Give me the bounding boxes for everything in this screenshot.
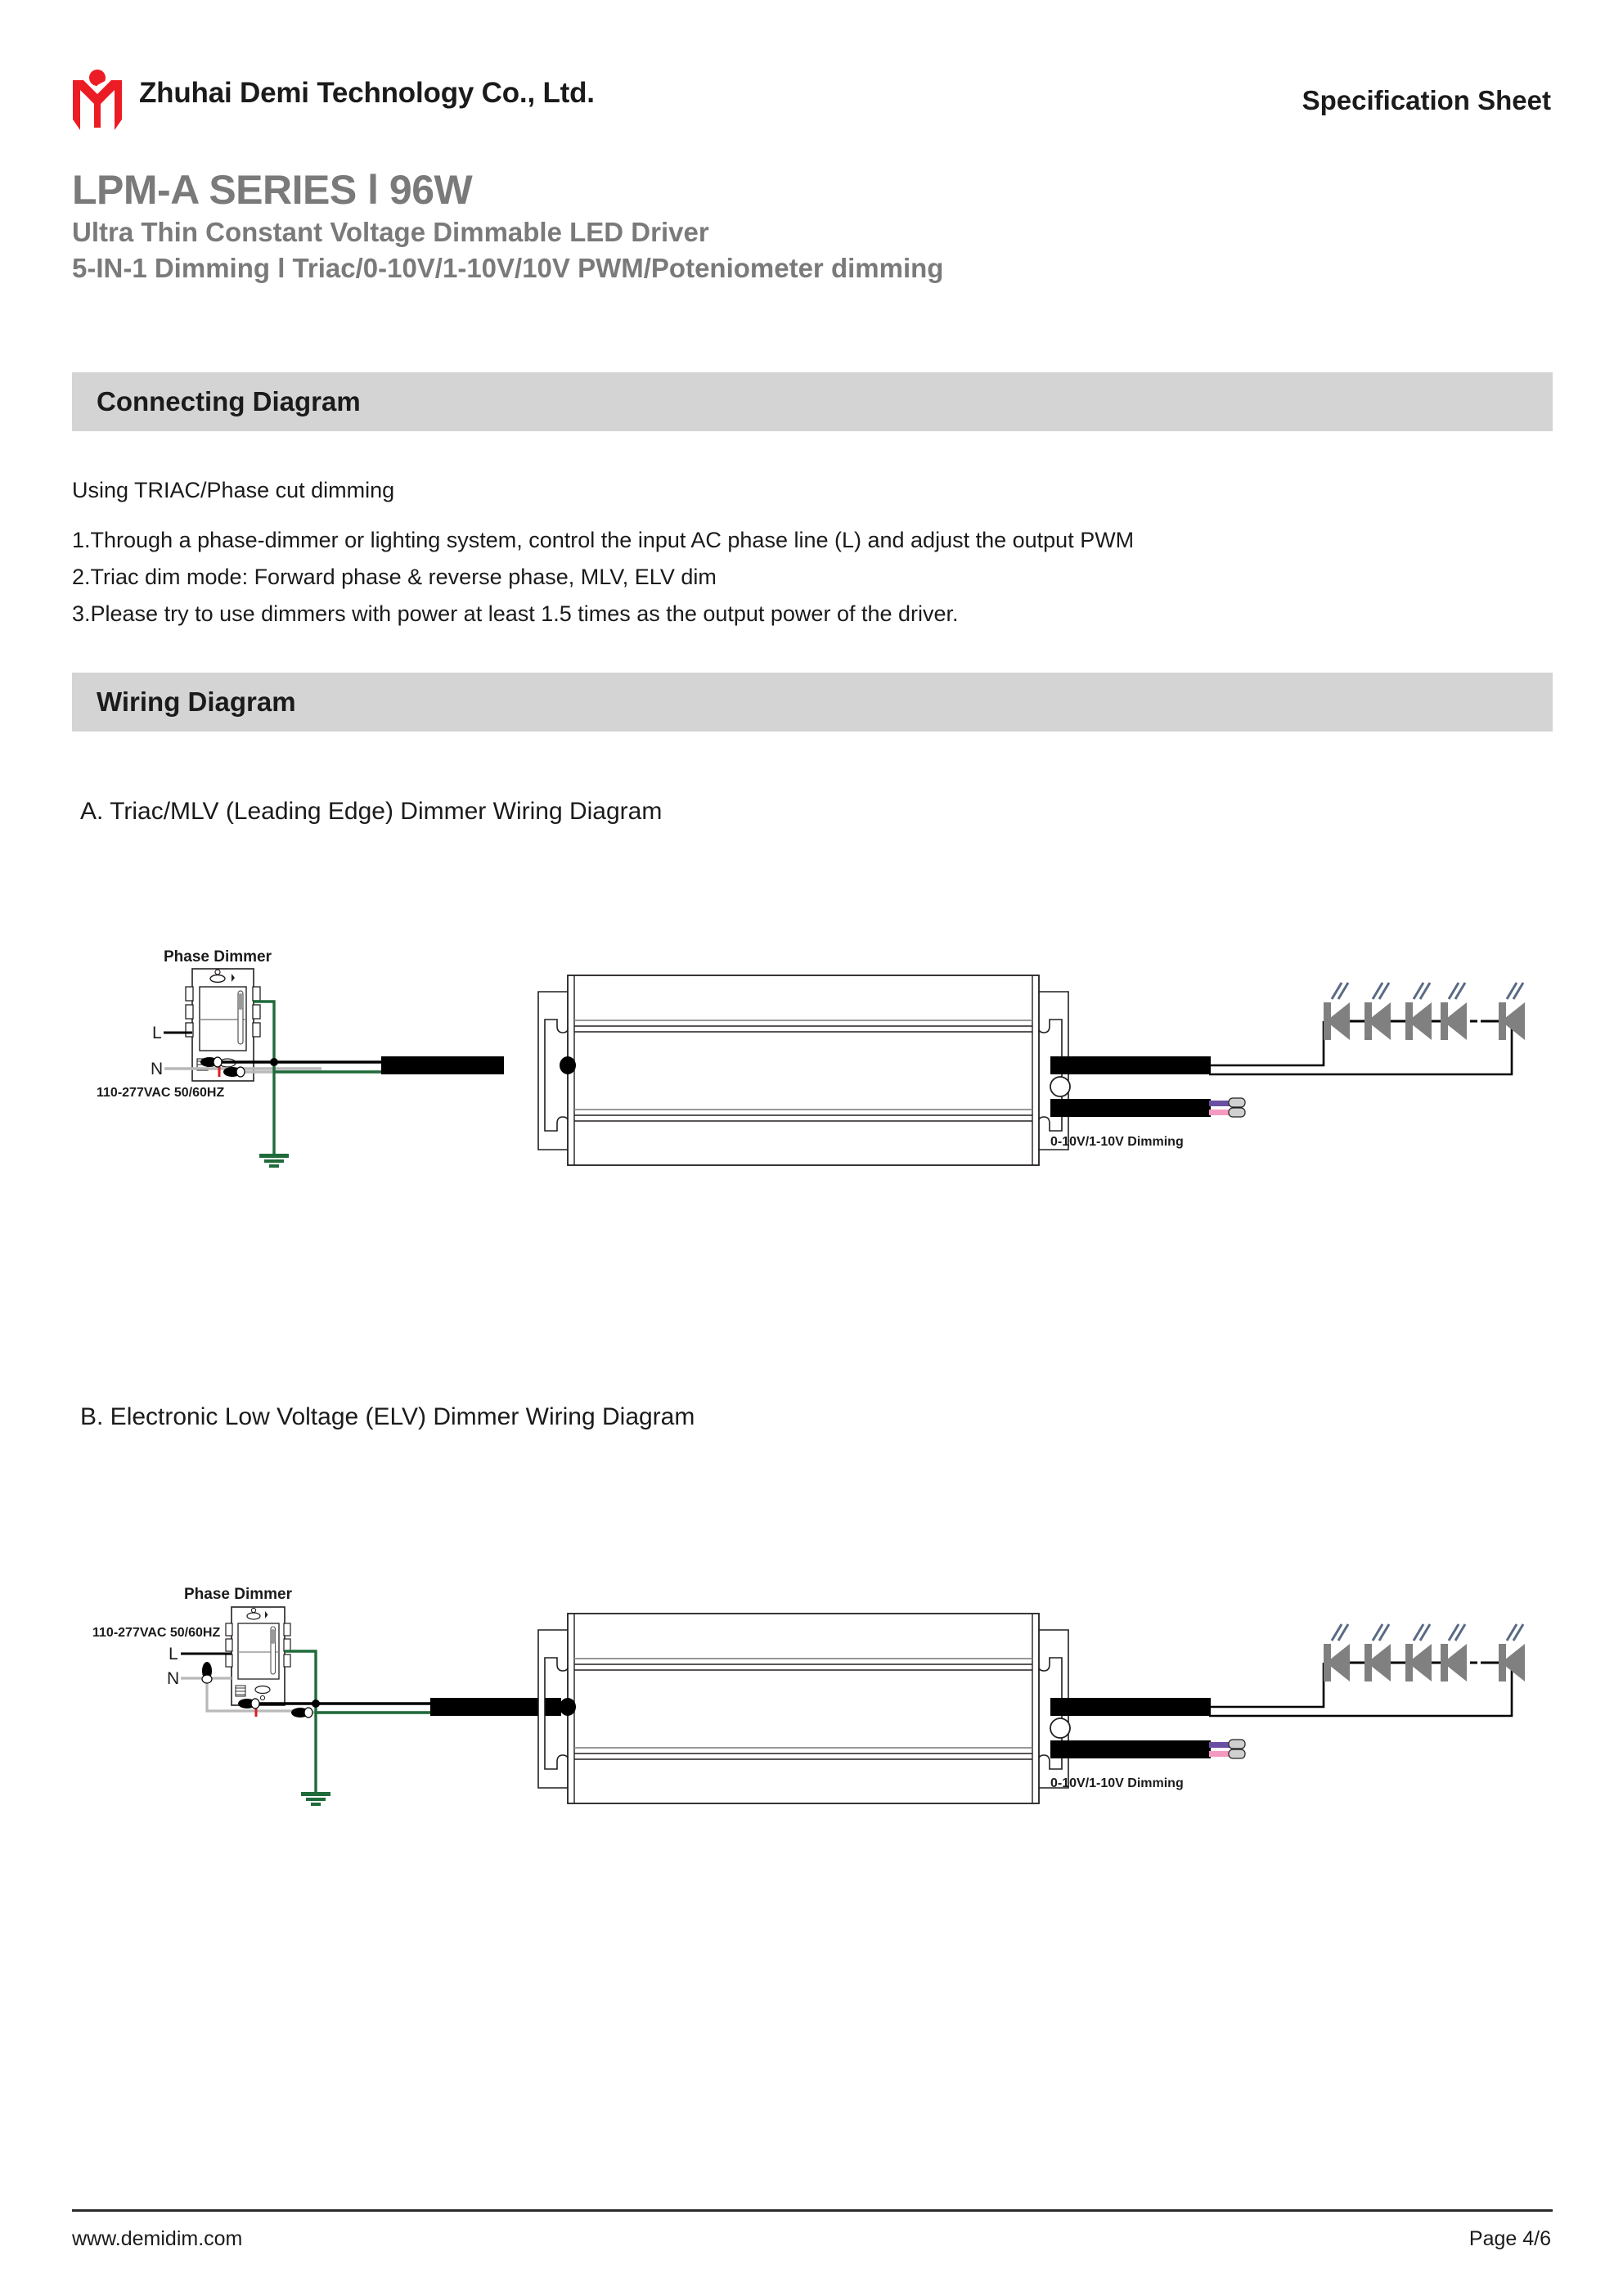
led-driver-body-a [537, 975, 1069, 1166]
product-dimming-line: 5-IN-1 Dimming l Triac/0-10V/1-10V/10V P… [72, 253, 944, 284]
supply-label-b: 110-277VAC 50/60HZ [92, 1626, 220, 1640]
wiring-diagram-b: Phase Dimmer 110-277VAC 50/60HZ L N [72, 1579, 1553, 1841]
dimming-port-a [1050, 1076, 1071, 1097]
page-header: Zhuhai Demi Technology Co., Ltd. Specifi… [72, 64, 1551, 154]
led-symbol [1404, 1623, 1433, 1683]
wire-nut-black-b [238, 1698, 260, 1709]
dimmer-label-b: Phase Dimmer [184, 1586, 293, 1603]
dimming-port-b [1050, 1717, 1071, 1739]
demi-logo-icon [72, 69, 123, 133]
wiring-diagram-a-caption: A. Triac/MLV (Leading Edge) Dimmer Wirin… [80, 798, 663, 825]
dimming-leads-a [1209, 1097, 1246, 1118]
dimming-label-a: 0-10V/1-10V Dimming [1050, 1135, 1184, 1149]
wire-nut-ground-b [291, 1707, 313, 1718]
connecting-note-2: 2.Triac dim mode: Forward phase & revers… [72, 565, 717, 589]
input-cable-b [430, 1698, 561, 1716]
led-symbol [1439, 981, 1468, 1042]
footer-page-number: Page 4/6 [1468, 2227, 1551, 2250]
led-symbol [1322, 981, 1351, 1042]
led-driver-body-b [537, 1613, 1069, 1804]
supply-label-a: 110-277VAC 50/60HZ [97, 1086, 224, 1100]
led-symbol [1363, 1623, 1392, 1683]
neutral-label-a: N [151, 1060, 163, 1078]
line-label-b: L [169, 1645, 178, 1663]
output-cable-a [1050, 1056, 1211, 1074]
line-label-a: L [152, 1024, 162, 1042]
wire-nut-black-a [200, 1056, 223, 1068]
section-header-wiring-diagram: Wiring Diagram [72, 673, 1553, 732]
section-title-connecting: Connecting Diagram [97, 386, 361, 416]
wire-nut-neutral-a [223, 1066, 245, 1078]
dimming-cable-a [1050, 1099, 1211, 1117]
dimming-leads-b [1209, 1739, 1246, 1759]
dimming-label-b: 0-10V/1-10V Dimming [1050, 1776, 1184, 1790]
junction-dot-b [312, 1699, 320, 1708]
wiring-diagram-a: Phase Dimmer L N 110-277VAC 50/60HZ [72, 941, 1553, 1203]
connecting-note-3: 3.Please try to use dimmers with power a… [72, 601, 959, 626]
product-subtitle: Ultra Thin Constant Voltage Dimmable LED… [72, 217, 709, 247]
section-header-connecting-diagram: Connecting Diagram [72, 372, 1553, 431]
product-title-block: LPM-A SERIES l 96W Ultra Thin Constant V… [72, 168, 1553, 286]
led-symbol [1404, 981, 1433, 1042]
input-cable-a [381, 1056, 504, 1074]
wire-nut-neutral-b [201, 1662, 213, 1684]
ground-wire-b [285, 1650, 432, 1794]
neutral-label-b: N [167, 1669, 179, 1688]
connecting-note-1: 1.Through a phase-dimmer or lighting sys… [72, 528, 1135, 552]
document-type-label: Specification Sheet [1302, 85, 1551, 115]
led-symbol [1322, 1623, 1351, 1683]
page-title: LPM-A SERIES l 96W [72, 167, 473, 213]
ground-symbol-a [259, 1154, 289, 1168]
junction-dot-a [270, 1058, 278, 1066]
ground-symbol-b [301, 1792, 330, 1806]
dimmer-label-a: Phase Dimmer [164, 948, 272, 966]
company-name: Zhuhai Demi Technology Co., Ltd. [139, 77, 595, 109]
footer-website: www.demidim.com [72, 2227, 243, 2250]
led-symbol [1363, 981, 1392, 1042]
ground-wire-a [254, 1000, 383, 1155]
section-title-wiring: Wiring Diagram [97, 687, 296, 717]
connecting-intro-text: Using TRIAC/Phase cut dimming [72, 478, 395, 502]
led-symbol [1439, 1623, 1468, 1683]
wiring-diagram-b-caption: B. Electronic Low Voltage (ELV) Dimmer W… [80, 1403, 695, 1430]
footer-divider [72, 2209, 1553, 2212]
output-cable-b [1050, 1698, 1211, 1716]
phase-dimmer-switch-b: Phase Dimmer [184, 1586, 293, 1706]
dimming-cable-b [1050, 1740, 1211, 1758]
